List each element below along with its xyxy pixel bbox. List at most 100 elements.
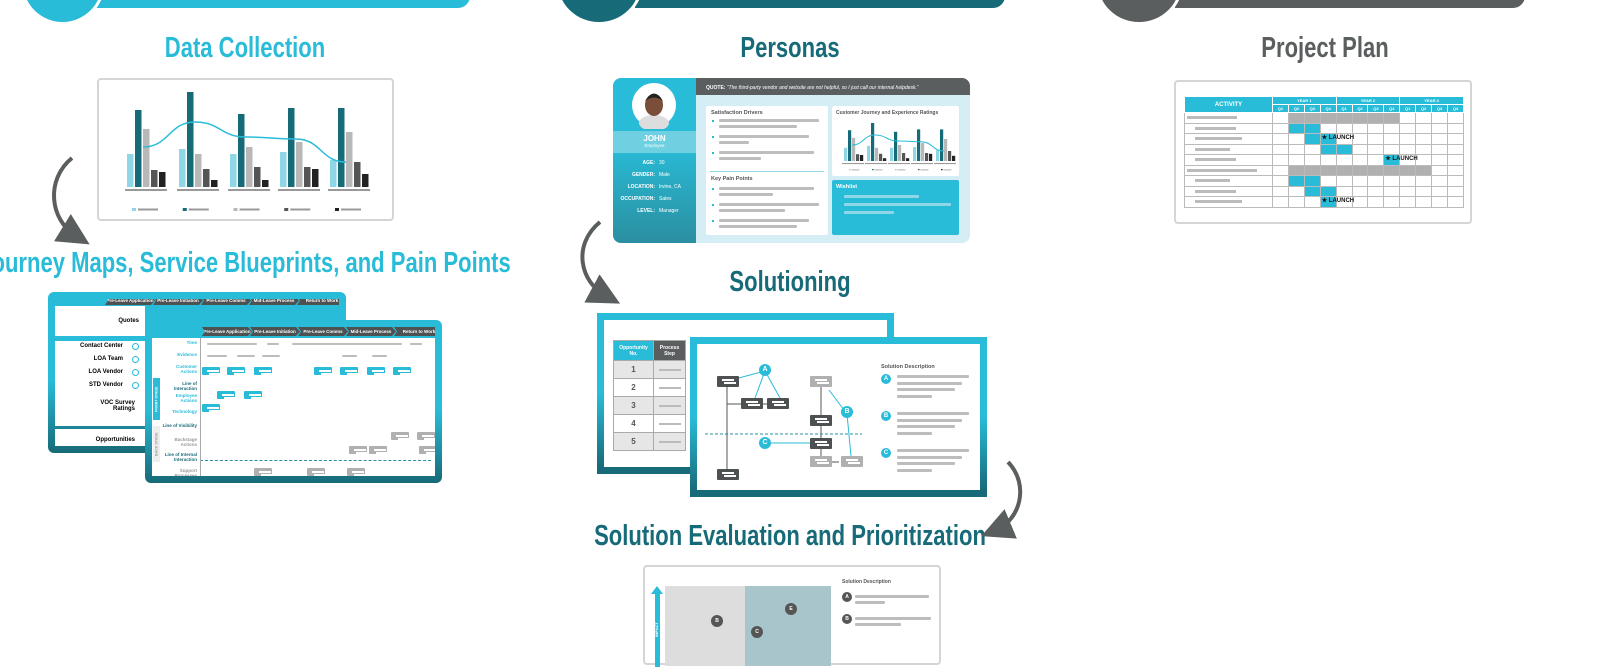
description-marker: A bbox=[881, 374, 891, 384]
gantt-cell bbox=[1399, 175, 1417, 187]
gantt-cell bbox=[1287, 164, 1305, 176]
bar bbox=[844, 147, 848, 161]
bar bbox=[304, 167, 311, 187]
gantt-cell bbox=[1272, 122, 1289, 134]
gantt-cell bbox=[1383, 143, 1401, 155]
launch-label: LAUNCH bbox=[1328, 135, 1355, 141]
quarter-header: Q4 bbox=[1383, 104, 1401, 113]
gantt-cell bbox=[1383, 196, 1401, 208]
gantt-cell bbox=[1446, 175, 1465, 187]
quarter-header: Q1 bbox=[1272, 104, 1289, 113]
bar bbox=[925, 153, 929, 161]
text-placeholder bbox=[719, 135, 809, 138]
bar bbox=[902, 153, 906, 161]
gantt-cell bbox=[1351, 143, 1369, 155]
gantt-cell bbox=[1415, 185, 1433, 197]
bar bbox=[940, 129, 944, 161]
gantt-cell bbox=[1351, 154, 1369, 166]
opportunity-number: 4 bbox=[613, 414, 654, 433]
curved-arrow-icon bbox=[981, 460, 1023, 539]
gantt-cell bbox=[1272, 185, 1289, 197]
text-placeholder bbox=[342, 355, 357, 357]
bar bbox=[890, 147, 894, 161]
gantt-cell bbox=[1335, 143, 1353, 155]
gantt-cell bbox=[1351, 196, 1369, 208]
process-step-cell bbox=[653, 414, 686, 433]
launch-milestone: ★ LAUNCH bbox=[1322, 134, 1354, 143]
stage-3: Mid-Leave Process bbox=[249, 299, 299, 305]
gantt-cell bbox=[1303, 185, 1321, 197]
process-step bbox=[717, 469, 739, 480]
gantt-cell bbox=[1335, 164, 1353, 176]
legend-swatch bbox=[918, 169, 920, 171]
stage-0: Pre-Leave Application bbox=[202, 327, 252, 336]
blueprint-step bbox=[244, 391, 262, 399]
gantt-cell bbox=[1383, 185, 1401, 197]
process-step bbox=[841, 456, 863, 467]
bar bbox=[312, 169, 319, 187]
opportunity-number: 5 bbox=[613, 432, 654, 451]
gantt-cell bbox=[1319, 143, 1337, 155]
gantt-cell bbox=[1399, 112, 1417, 124]
blueprint-step bbox=[417, 432, 435, 440]
blueprint-row-label: Customer Actions bbox=[175, 364, 197, 374]
attribute-value: Male bbox=[659, 172, 670, 178]
text-placeholder bbox=[410, 343, 422, 345]
gantt-cell bbox=[1335, 154, 1353, 166]
attribute-value: Manager bbox=[659, 208, 679, 214]
bar bbox=[879, 153, 883, 161]
gantt-row: ★ LAUNCH bbox=[1184, 196, 1465, 208]
bar bbox=[913, 147, 917, 161]
trend-line bbox=[851, 134, 945, 152]
axis-label-placeholder bbox=[228, 189, 270, 191]
bar bbox=[917, 129, 921, 161]
gantt-cell bbox=[1415, 154, 1433, 166]
gantt-cell bbox=[1446, 112, 1465, 124]
gantt-cell bbox=[1287, 185, 1305, 197]
gantt-cell bbox=[1303, 112, 1321, 124]
gantt-cell bbox=[1431, 112, 1448, 124]
back-stage-label: BACK STAGE bbox=[153, 426, 160, 462]
text-placeholder bbox=[844, 211, 894, 214]
quarter-header: Q2 bbox=[1351, 104, 1369, 113]
bar bbox=[262, 180, 269, 187]
divider bbox=[200, 338, 201, 476]
text-placeholder bbox=[897, 388, 955, 391]
text-placeholder bbox=[292, 343, 402, 345]
blueprint-step bbox=[391, 432, 409, 440]
bar bbox=[230, 154, 237, 187]
text-placeholder bbox=[897, 431, 932, 435]
gantt-cell bbox=[1319, 122, 1337, 134]
avatar bbox=[632, 83, 676, 129]
evaluation-description-heading: Solution Description bbox=[842, 579, 891, 585]
gantt-cell bbox=[1446, 196, 1465, 208]
gantt-cell bbox=[1303, 143, 1321, 155]
quarter-header: Q2 bbox=[1287, 104, 1305, 113]
gantt-row: ★ LAUNCH bbox=[1184, 154, 1465, 166]
bullet bbox=[712, 152, 714, 154]
gantt-cell bbox=[1383, 112, 1401, 124]
bar bbox=[898, 145, 902, 161]
gantt-cell bbox=[1367, 112, 1385, 124]
bar bbox=[187, 92, 194, 187]
axis-label-placeholder bbox=[911, 163, 933, 165]
legend-label bbox=[341, 208, 361, 211]
title-solution-evaluation: Solution Evaluation and Prioritization bbox=[594, 520, 986, 552]
gantt-cell bbox=[1431, 175, 1448, 187]
quarter-header: Q3 bbox=[1367, 104, 1385, 113]
status-circle-icon bbox=[132, 343, 139, 350]
activity-cell bbox=[1184, 154, 1273, 166]
blueprint-step bbox=[202, 404, 220, 412]
axis-label-placeholder bbox=[842, 163, 864, 165]
gantt-cell bbox=[1367, 196, 1385, 208]
bar bbox=[856, 154, 860, 161]
point-c: C bbox=[751, 626, 763, 638]
gantt-cell bbox=[1303, 175, 1321, 187]
text-placeholder bbox=[855, 617, 931, 620]
marker-c: C bbox=[759, 437, 771, 449]
gantt-cell bbox=[1319, 154, 1337, 166]
activity-cell bbox=[1184, 164, 1273, 176]
quarter-header: Q2 bbox=[1415, 104, 1433, 113]
legend-label bbox=[290, 208, 311, 211]
